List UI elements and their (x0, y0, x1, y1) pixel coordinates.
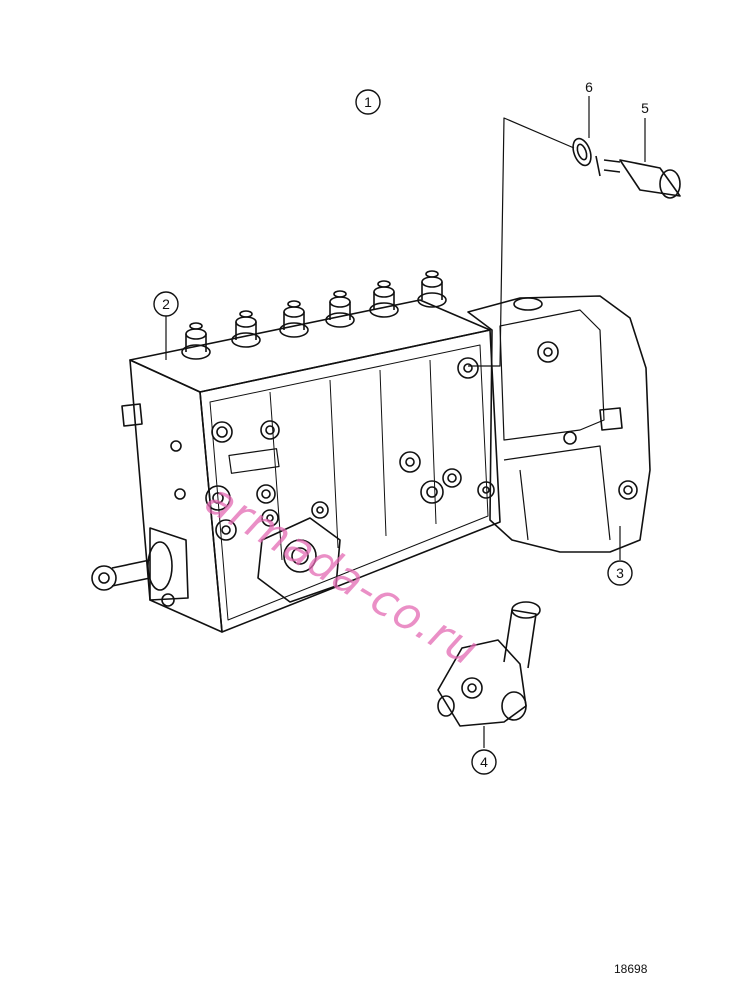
callout-4: 4 (471, 749, 497, 775)
injection-pump-body (91, 299, 501, 633)
drawing-number: 18698 (614, 962, 648, 976)
svg-text:4: 4 (480, 754, 488, 770)
svg-text:3: 3 (616, 565, 624, 581)
svg-text:6: 6 (585, 79, 593, 95)
assembly-line (468, 117, 575, 367)
callout-2: 2 (153, 291, 179, 317)
callout-3: 3 (607, 560, 633, 586)
governor-housing (467, 295, 651, 553)
callout-1: 1 (355, 89, 381, 115)
callout-5: 5 (641, 100, 649, 116)
banjo-screw (595, 155, 681, 199)
sealing-washer (572, 137, 592, 167)
svg-text:1: 1 (364, 94, 372, 110)
drive-shaft (91, 527, 189, 601)
feed-pump (437, 601, 541, 727)
svg-text:5: 5 (641, 100, 649, 116)
svg-text:2: 2 (162, 296, 170, 312)
callout-6: 6 (585, 79, 593, 95)
delivery-valve-holders (181, 270, 447, 360)
